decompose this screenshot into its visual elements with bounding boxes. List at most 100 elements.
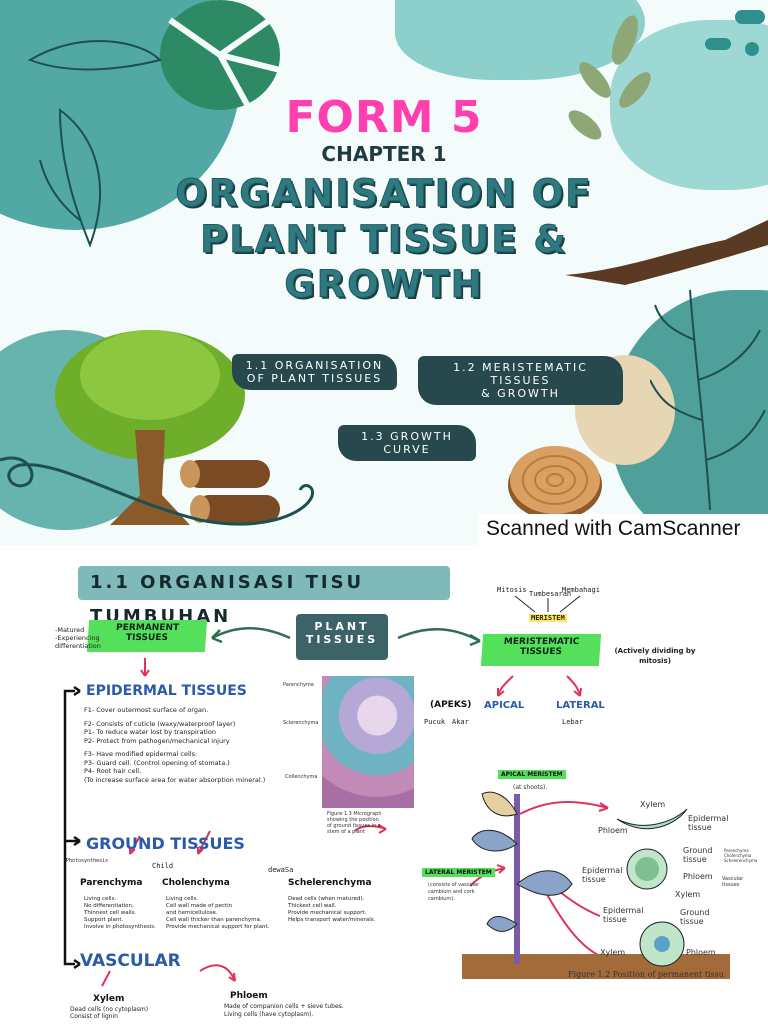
meristematic-tissues-label: MERISTEMATIC TISSUES bbox=[480, 634, 602, 666]
schelerenchyma-list: Dead cells (when matured). Thickest cell… bbox=[288, 896, 375, 924]
dot-decoration bbox=[745, 42, 759, 56]
phloem-line-2: Living cells (have cytoplasm). bbox=[224, 1011, 314, 1018]
cholenchyma-note: Child bbox=[152, 862, 174, 870]
fig-ground-mid-1: Ground bbox=[683, 846, 713, 855]
fig-ground-bottom-1: Ground bbox=[680, 908, 710, 917]
fig-epidermal-mid: Epidermal tissue bbox=[582, 866, 622, 884]
cholenchyma-line-5: Provide mechanical support for plant. bbox=[166, 924, 270, 930]
permanent-side-notes: -Matured -Experiencing differentiation bbox=[55, 626, 101, 650]
apeks-label: (APEKS) bbox=[430, 700, 472, 710]
parenchyma-note: Photosynthesis bbox=[66, 858, 109, 864]
curly-vine-icon bbox=[0, 456, 315, 526]
parenchyma-name: Parenchyma bbox=[80, 878, 143, 888]
cholenchyma-line-3: and hemicellulose. bbox=[166, 910, 218, 916]
meristem-map-right: Membahagi bbox=[562, 586, 600, 594]
fig-phloem-mid: Phloem bbox=[683, 872, 713, 881]
form-title: FORM 5 bbox=[285, 92, 483, 143]
fig-epidermal-mid-2: tissue bbox=[582, 875, 606, 884]
fern-leaf-icon bbox=[650, 289, 766, 510]
parenchyma-list: Living cells. No differentiation. Thinne… bbox=[84, 896, 156, 931]
fig-ground-note-1: Parenchyma bbox=[724, 848, 749, 853]
micrograph-caption-1: Figure 1.3 Micrograph bbox=[327, 811, 382, 817]
parenchyma-line-4: Support plant. bbox=[84, 917, 124, 923]
fig-ground-bottom: Ground tissue bbox=[680, 908, 709, 926]
logs-icon bbox=[180, 460, 280, 523]
micrograph-label-parenchyma: Parenchyma bbox=[283, 682, 314, 688]
apeks-sub-1: Pucuk bbox=[424, 718, 446, 726]
fig-epidermal-bottom-2: tissue bbox=[603, 915, 627, 924]
tree-branch-icon bbox=[565, 220, 768, 285]
epidermal-line-1: F1- Cover outermost surface of organ. bbox=[84, 706, 209, 714]
meristem-map-center: MERISTEM bbox=[529, 614, 567, 622]
fig-ground-note-3: Schelerenchyma bbox=[724, 858, 758, 863]
apical-meristem-box: APICAL MERISTEM bbox=[498, 770, 566, 779]
fig-vascular-note-1: Vascular bbox=[722, 876, 744, 882]
camscanner-watermark: Scanned with CamScanner bbox=[478, 514, 768, 545]
xylem-line-2: Consist of lignin bbox=[70, 1013, 118, 1020]
apeks-sub-2: Akar bbox=[452, 718, 469, 726]
topic-pill-2-line1: 1.2 MERISTEMATIC TISSUES bbox=[453, 361, 588, 387]
dash-decoration bbox=[735, 10, 765, 24]
permanent-tissue-figure bbox=[462, 791, 730, 979]
cholenchyma-name: Cholenchyma bbox=[162, 878, 230, 888]
fig-xylem-top: Xylem bbox=[640, 800, 666, 809]
permanent-note-1: -Matured bbox=[55, 626, 85, 634]
epidermal-line-4: P2- Protect from pathogen/mechanical inj… bbox=[84, 736, 230, 745]
notes-page: 1.1 ORGANISASI TISU TUMBUHAN PLANT TISSU… bbox=[0, 546, 768, 1024]
monstera-leaf-icon bbox=[160, 0, 281, 112]
section-title: 1.1 ORGANISASI TISU TUMBUHAN bbox=[78, 566, 450, 627]
micrograph-caption-3: of ground tissues in a bbox=[327, 823, 381, 829]
lateral-label: LATERAL bbox=[556, 700, 605, 711]
epidermal-line-5: F3- Have modified epidermal cells: bbox=[84, 750, 198, 758]
fig-phloem-top: Phloem bbox=[598, 826, 628, 835]
fig-ground-mid: Ground tissue bbox=[683, 846, 712, 864]
epidermal-line-3: P1- To reduce water lost by transpiratio… bbox=[84, 728, 216, 736]
plant-tissues-line2: TISSUES bbox=[305, 633, 379, 646]
plant-tissues-box: PLANT TISSUES bbox=[296, 614, 388, 660]
ground-title: GROUND TISSUES bbox=[86, 834, 245, 853]
topic-pill-2: 1.2 MERISTEMATIC TISSUES & GROWTH bbox=[418, 356, 623, 405]
wood-slice-icon bbox=[508, 446, 602, 520]
micrograph-caption-4: stem of a plant bbox=[327, 829, 365, 835]
fig-ground-notes: Parenchyma Cholenchyma Schelerenchyma bbox=[724, 848, 757, 863]
meristematic-note: (Actively dividing by mitosis) bbox=[614, 647, 696, 665]
epidermal-line-8: (To increase surface area for water abso… bbox=[84, 775, 266, 784]
fig-ground-mid-2: tissue bbox=[683, 855, 707, 864]
permanent-note-2: -Experiencing bbox=[55, 634, 100, 642]
topic-pill-1-line2: OF PLANT TISSUES bbox=[246, 372, 383, 385]
cholenchyma-line-4: Cell wall thicker than parenchyma. bbox=[166, 917, 262, 923]
micrograph-caption-2: showing the position bbox=[327, 817, 379, 823]
fig-epidermal-bottom: Epidermal tissue bbox=[603, 906, 643, 924]
permanent-tissues-label: PERMANENT TISSUES bbox=[86, 620, 208, 652]
outline-leaf-icon bbox=[27, 40, 162, 248]
title-line-1: ORGANISATION OF bbox=[175, 172, 593, 216]
xylem-line-1: Dead cells (no cytoplasm) bbox=[70, 1006, 149, 1013]
meristematic-line1: MERISTEMATIC bbox=[503, 637, 580, 647]
permanent-note-3: differentiation bbox=[55, 642, 101, 650]
root-section bbox=[639, 921, 685, 967]
epidermal-line-7: P4- Root hair cell. bbox=[84, 767, 142, 775]
title-line-2: PLANT TISSUE & bbox=[200, 218, 568, 262]
schelerenchyma-note: dewaSa bbox=[268, 866, 294, 874]
parenchyma-line-2: No differentiation. bbox=[84, 903, 134, 909]
schelerenchyma-name: Schelerenchyma bbox=[288, 878, 372, 888]
epidermal-line-2: F2- Consists of cuticle (waxy/waterproof… bbox=[84, 719, 236, 728]
micrograph-label-sclerenchyma: Sclerenchyma bbox=[283, 720, 319, 726]
leaf-section bbox=[616, 808, 688, 829]
chapter-label: CHAPTER 1 bbox=[321, 142, 447, 166]
permanent-line1: PERMANENT bbox=[115, 623, 180, 633]
parenchyma-line-3: Thinnest cell walls. bbox=[84, 910, 137, 916]
schelerenchyma-line-1: Dead cells (when matured). bbox=[288, 896, 365, 902]
fig-vascular-note: Vascular tissues bbox=[722, 876, 743, 888]
fig-epidermal-top-2: tissue bbox=[688, 823, 712, 832]
tissue-bracket bbox=[63, 689, 80, 966]
cholenchyma-line-1: Living cells. bbox=[166, 896, 199, 902]
arrows-layer bbox=[63, 595, 609, 987]
fig-xylem-bottom: Xylem bbox=[600, 948, 626, 957]
micrograph-label-collenchyma: Collenchyma bbox=[285, 774, 318, 780]
plant-tissues-line1: PLANT bbox=[314, 620, 370, 633]
vascular-title: VASCULAR bbox=[80, 951, 181, 971]
figure-1-2-caption: Figure 1.2 Position of permanent tissu bbox=[568, 970, 724, 979]
permanent-line2: TISSUES bbox=[125, 633, 169, 643]
lateral-meristem-box: LATERAL MERISTEM bbox=[422, 868, 495, 877]
